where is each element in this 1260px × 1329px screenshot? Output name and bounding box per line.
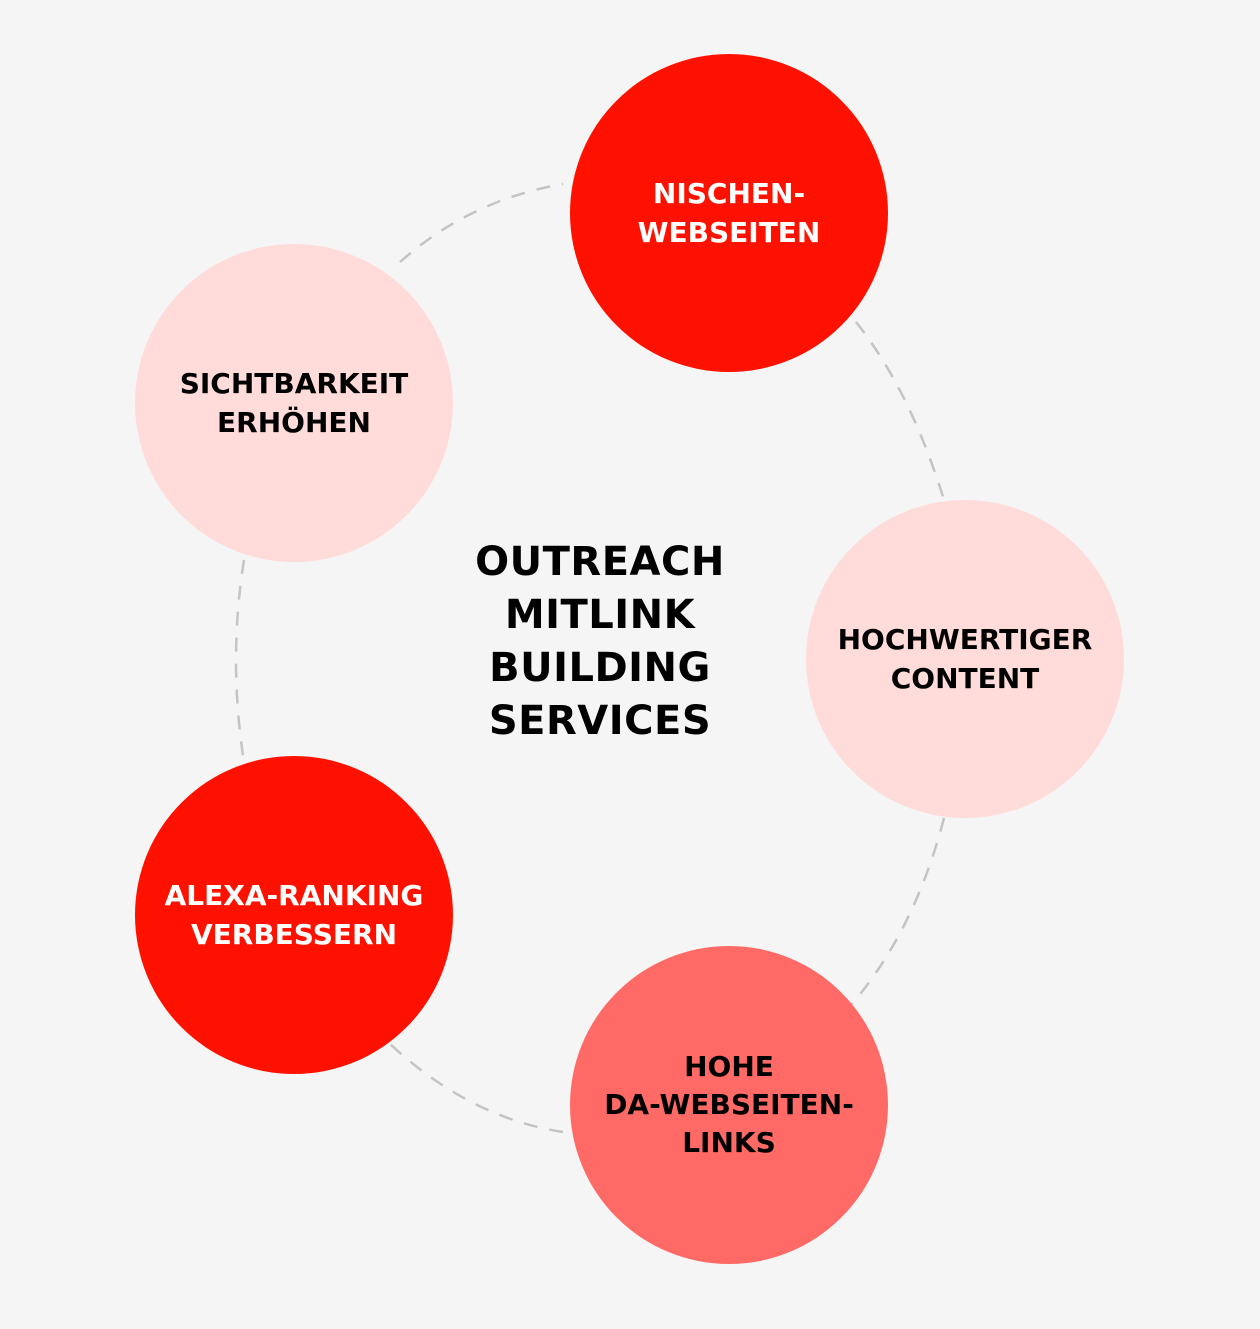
node-sichtbarkeit-erhoehen: SICHTBARKEIT ERHÖHEN [135, 244, 453, 562]
diagram-center-title: OUTREACH MITLINK BUILDING SERVICES [400, 536, 800, 748]
node-label-line: HOHE [684, 1050, 774, 1083]
center-title-line-2: MITLINK [504, 592, 696, 638]
node-hohe-da-webseiten-links: HOHE DA-WEBSEITEN- LINKS [570, 946, 888, 1264]
node-alexa-ranking-verbessern: ALEXA-RANKING VERBESSERN [135, 756, 453, 1074]
node-nischen-webseiten: NISCHEN- WEBSEITEN [570, 54, 888, 372]
node-label-line: VERBESSERN [190, 918, 398, 951]
connector-top-left [399, 182, 564, 263]
node-label-line: HOCHWERTIGER [837, 623, 1093, 656]
node-label-line: NISCHEN- [652, 177, 806, 210]
node-label-line: LINKS [682, 1126, 776, 1159]
connector-top-right [855, 321, 946, 501]
node-label-line: CONTENT [890, 662, 1040, 695]
connector-left [234, 559, 246, 763]
node-label-line: ERHÖHEN [217, 406, 371, 439]
node-label-line: DA-WEBSEITEN- [604, 1088, 854, 1121]
center-title-line-1: OUTREACH [475, 539, 725, 585]
center-title-line-4: SERVICES [488, 698, 712, 744]
center-title-line-3: BUILDING [489, 645, 711, 691]
connector-right-bottom [851, 817, 946, 1005]
connector-bottom-left [389, 1043, 564, 1134]
node-hochwertiger-content: HOCHWERTIGER CONTENT [806, 500, 1124, 818]
node-label-line: WEBSEITEN [637, 216, 821, 249]
node-label-line: SICHTBARKEIT [179, 367, 409, 400]
node-label-line: ALEXA-RANKING [164, 879, 424, 912]
